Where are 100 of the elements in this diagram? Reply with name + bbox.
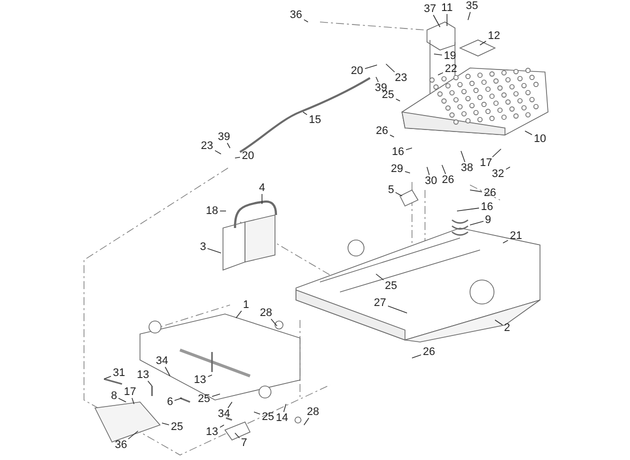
leader-line — [234, 432, 240, 438]
leader-line — [460, 150, 466, 162]
leader-line — [207, 248, 222, 254]
callout-number: 35 — [464, 0, 480, 12]
leader-line — [438, 72, 444, 76]
leader-line — [220, 210, 226, 212]
callout-number: 12 — [486, 30, 502, 42]
leader-line — [254, 412, 260, 415]
callout-number: 26 — [482, 187, 498, 199]
leader-line — [226, 142, 230, 148]
callout-number: 15 — [307, 114, 323, 126]
callout-number: 38 — [459, 162, 475, 174]
callout-number: 31 — [111, 367, 127, 379]
leader-line — [283, 404, 286, 412]
callout-number: 13 — [192, 374, 208, 386]
leader-line — [456, 208, 480, 212]
callout-number: 26 — [421, 346, 437, 358]
callout-number: 1 — [242, 299, 250, 311]
leader-line — [434, 54, 442, 56]
callout-number: 13 — [204, 426, 220, 438]
callout-number: 3 — [198, 241, 208, 253]
callout-number: 34 — [216, 408, 232, 420]
callout-number: 36 — [288, 9, 304, 21]
leader-line — [132, 398, 134, 404]
callout-number: 25 — [380, 89, 396, 101]
leader-line — [506, 166, 510, 170]
callout-number: 9 — [484, 214, 492, 226]
leader-line — [376, 274, 384, 280]
leader-line — [228, 402, 232, 408]
callout-number: 17 — [122, 386, 138, 398]
callout-number: 11 — [439, 2, 455, 14]
callout-number: 25 — [260, 411, 276, 423]
leader-line — [212, 394, 220, 397]
callout-number: 8 — [110, 390, 118, 402]
leader-line — [426, 166, 430, 176]
callout-number: 19 — [442, 50, 458, 62]
callout-number: 23 — [199, 140, 215, 152]
callout-number: 32 — [490, 168, 506, 180]
callout-number: 28 — [258, 307, 274, 319]
callout-number: 25 — [196, 393, 212, 405]
callout-number: 13 — [135, 369, 151, 381]
callout-number: 4 — [258, 182, 266, 194]
leader-line — [432, 14, 440, 28]
leader-line — [524, 130, 532, 136]
leader-line — [386, 64, 395, 72]
leader-line — [446, 14, 448, 26]
callout-number: 5 — [386, 184, 396, 196]
callout-number: 34 — [154, 355, 170, 367]
callout-number: 27 — [372, 297, 388, 309]
callout-number: 26 — [440, 174, 456, 186]
callout-number: 37 — [422, 3, 438, 15]
leader-line — [162, 422, 170, 426]
callout-number: 29 — [389, 163, 405, 175]
leader-line — [364, 64, 378, 69]
callout-number: 22 — [443, 63, 459, 75]
leader-line — [406, 148, 412, 150]
callout-number: 18 — [204, 205, 220, 217]
leader-line — [164, 366, 170, 376]
callout-number: 20 — [240, 150, 256, 162]
callout-number: 39 — [216, 131, 232, 143]
leader-line — [208, 374, 212, 378]
leader-line — [128, 430, 138, 440]
callout-number: 16 — [390, 146, 406, 158]
leader-line — [214, 150, 222, 154]
callout-number: 7 — [240, 437, 248, 449]
leader-line — [388, 306, 408, 314]
leader-line — [468, 12, 471, 20]
callout-number: 17 — [478, 157, 494, 169]
leader-line — [174, 398, 182, 401]
leader-line — [492, 148, 502, 158]
callout-number: 28 — [305, 406, 321, 418]
leader-line — [220, 424, 224, 428]
leader-line — [395, 192, 402, 196]
leader-line — [442, 164, 446, 174]
leader-line — [396, 98, 400, 102]
callout-number: 25 — [169, 421, 185, 433]
leader-line — [234, 156, 240, 158]
leader-line — [304, 19, 308, 22]
callout-number: 20 — [349, 65, 365, 77]
callout-number: 36 — [113, 439, 129, 451]
callout-number: 16 — [479, 201, 495, 213]
leader-line — [270, 318, 278, 326]
leader-line — [470, 220, 484, 226]
callout-number: 30 — [423, 175, 439, 187]
leader-line — [376, 76, 379, 82]
callout-number: 2 — [502, 322, 512, 334]
callout-number: 14 — [274, 412, 290, 424]
callout-number: 6 — [166, 396, 174, 408]
leader-line — [148, 380, 152, 386]
leader-line — [494, 320, 503, 326]
leader-line — [390, 134, 394, 138]
callout-number: 23 — [393, 72, 409, 84]
leader-line — [404, 171, 410, 174]
leader-line — [480, 40, 486, 46]
callout-number: 26 — [374, 125, 390, 137]
leader-line — [236, 310, 242, 318]
leader-line — [470, 190, 482, 192]
leader-line — [412, 354, 422, 358]
leader-line — [104, 376, 112, 380]
callout-number: 10 — [532, 133, 548, 145]
